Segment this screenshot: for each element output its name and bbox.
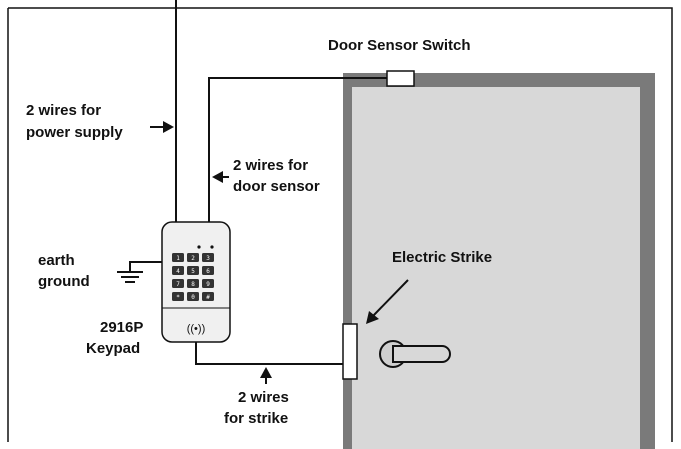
- label-earth-line2: ground: [38, 273, 90, 290]
- keypad-key-cap: [202, 279, 214, 288]
- keypad-key-label: 9: [206, 281, 210, 288]
- door-handle: [379, 340, 451, 368]
- keypad-key: #: [202, 292, 214, 301]
- earth-ground-icon: [117, 271, 143, 283]
- keypad-key-cap: [172, 292, 184, 301]
- arrow-door-sensor: [212, 171, 229, 183]
- keypad-key: 1: [172, 253, 184, 262]
- keypad-led-1: [197, 245, 201, 249]
- keypad-key-label: #: [206, 294, 210, 301]
- keypad-key-label: 3: [206, 255, 210, 262]
- label-power-line2: power supply: [26, 124, 123, 141]
- label-electric-strike: Electric Strike: [392, 249, 492, 266]
- keypad-key: 5: [187, 266, 199, 275]
- label-sensor-line2: door sensor: [233, 178, 320, 195]
- label-sensor-line1: 2 wires for: [233, 157, 308, 174]
- keypad-key-cap: [187, 266, 199, 275]
- keypad-key-cap: [187, 279, 199, 288]
- keypad-key-cap: [202, 253, 214, 262]
- label-strike-line1: 2 wires: [238, 389, 289, 406]
- door-sensor-wire: [208, 77, 387, 228]
- door-sensor-switch: [386, 70, 415, 87]
- label-model-line1: 2916P: [100, 319, 143, 336]
- door-panel: [352, 87, 640, 449]
- keypad-key-label: 5: [191, 268, 195, 275]
- arrow-power-supply: [150, 121, 174, 133]
- keypad-key-label: 6: [206, 268, 210, 275]
- strike-wire: [195, 342, 343, 365]
- keypad-key-cap: [202, 292, 214, 301]
- arrow-electric-strike: [366, 279, 409, 324]
- keypad-key: 6: [202, 266, 214, 275]
- keypad-led-2: [210, 245, 214, 249]
- label-model-line2: Keypad: [86, 340, 140, 357]
- keypad-key: 3: [202, 253, 214, 262]
- label-door-sensor-switch: Door Sensor Switch: [328, 37, 471, 54]
- electric-strike-plate: [342, 323, 358, 380]
- label-strike-line2: for strike: [224, 410, 288, 427]
- keypad-device: 1 2 3 4 5 6 7 8 9 * 0 # ((•)): [161, 221, 231, 343]
- keypad-key-cap: [172, 266, 184, 275]
- keypad-key-label: 7: [176, 281, 180, 288]
- keypad-key-label: 4: [176, 268, 180, 275]
- arrow-strike-wires: [260, 367, 272, 384]
- keypad-key-cap: [172, 253, 184, 262]
- keypad-key: 4: [172, 266, 184, 275]
- keypad-key-label: *: [176, 294, 180, 301]
- keypad-key: 7: [172, 279, 184, 288]
- earth-ground-wire: [129, 261, 162, 271]
- keypad-key-label: 1: [176, 255, 180, 262]
- keypad-key-label: 0: [191, 294, 195, 301]
- label-power-line1: 2 wires for: [26, 102, 101, 119]
- rfid-symbol-icon: ((•)): [187, 323, 206, 335]
- keypad-key-cap: [187, 253, 199, 262]
- keypad-key: 0: [187, 292, 199, 301]
- keypad-key: 2: [187, 253, 199, 262]
- keypad-key-cap: [202, 266, 214, 275]
- keypad-key-cap: [172, 279, 184, 288]
- room-outline-top-right: [8, 7, 673, 442]
- keypad-key-grid: 1 2 3 4 5 6 7 8 9 * 0 #: [172, 253, 214, 301]
- keypad-key-label: 2: [191, 255, 195, 262]
- keypad-key: 9: [202, 279, 214, 288]
- keypad-key-label: 8: [191, 281, 195, 288]
- keypad-key: 8: [187, 279, 199, 288]
- label-earth-line1: earth: [38, 252, 75, 269]
- keypad-key-cap: [187, 292, 199, 301]
- keypad-key: *: [172, 292, 184, 301]
